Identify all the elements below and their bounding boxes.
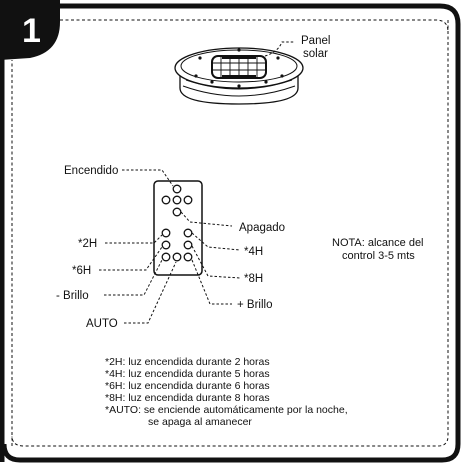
button-8h [183, 240, 193, 250]
button-6h [161, 240, 171, 250]
button-apagado [172, 207, 182, 217]
note-line-1: NOTA: alcance del [332, 237, 424, 249]
label-panel-solar-2: solar [303, 48, 328, 60]
label-auto: AUTO [86, 318, 118, 330]
button-top-center [172, 195, 182, 205]
button-2h [161, 228, 171, 238]
label-brillo-minus: - Brillo [56, 290, 89, 302]
panel-solar-leader [264, 41, 294, 57]
footnote-2h: *2H: luz encendida durante 2 horas [105, 356, 270, 368]
footnote-4h: *4H: luz encendida durante 5 horas [105, 368, 270, 380]
footnote-auto-2: se apaga al amanecer [148, 416, 252, 428]
button-auto [172, 252, 182, 262]
button-brillo-plus [183, 252, 193, 262]
footnotes: *2H: luz encendida durante 2 horas *4H: … [105, 356, 348, 428]
solar-light-illustration [174, 47, 304, 105]
label-4h: *4H [244, 246, 263, 258]
label-2h: *2H [78, 238, 97, 250]
footnote-6h: *6H: luz encendida durante 6 horas [105, 380, 270, 392]
label-encendido: Encendido [64, 165, 118, 177]
step-number: 1 [22, 12, 41, 50]
footnote-auto-1: *AUTO: se enciende automáticamente por l… [105, 404, 348, 416]
button-brillo-minus [161, 252, 171, 262]
leader-lines [99, 169, 241, 324]
label-brillo-plus: + Brillo [237, 299, 272, 311]
footnote-8h: *8H: luz encendida durante 8 horas [105, 392, 270, 404]
label-6h: *6H [72, 265, 91, 277]
remote-control [153, 180, 203, 276]
label-8h: *8H [244, 273, 263, 285]
label-panel-solar-1: Panel [301, 35, 330, 47]
button-top-left [161, 195, 171, 205]
remote-buttons [161, 184, 193, 262]
note-line-2: control 3-5 mts [342, 250, 415, 262]
label-apagado: Apagado [239, 222, 285, 234]
solar-panel-grid [211, 55, 267, 79]
step-badge: 1 [0, 0, 60, 60]
button-top-right [183, 195, 193, 205]
button-4h [183, 228, 193, 238]
button-encendido [172, 184, 182, 194]
